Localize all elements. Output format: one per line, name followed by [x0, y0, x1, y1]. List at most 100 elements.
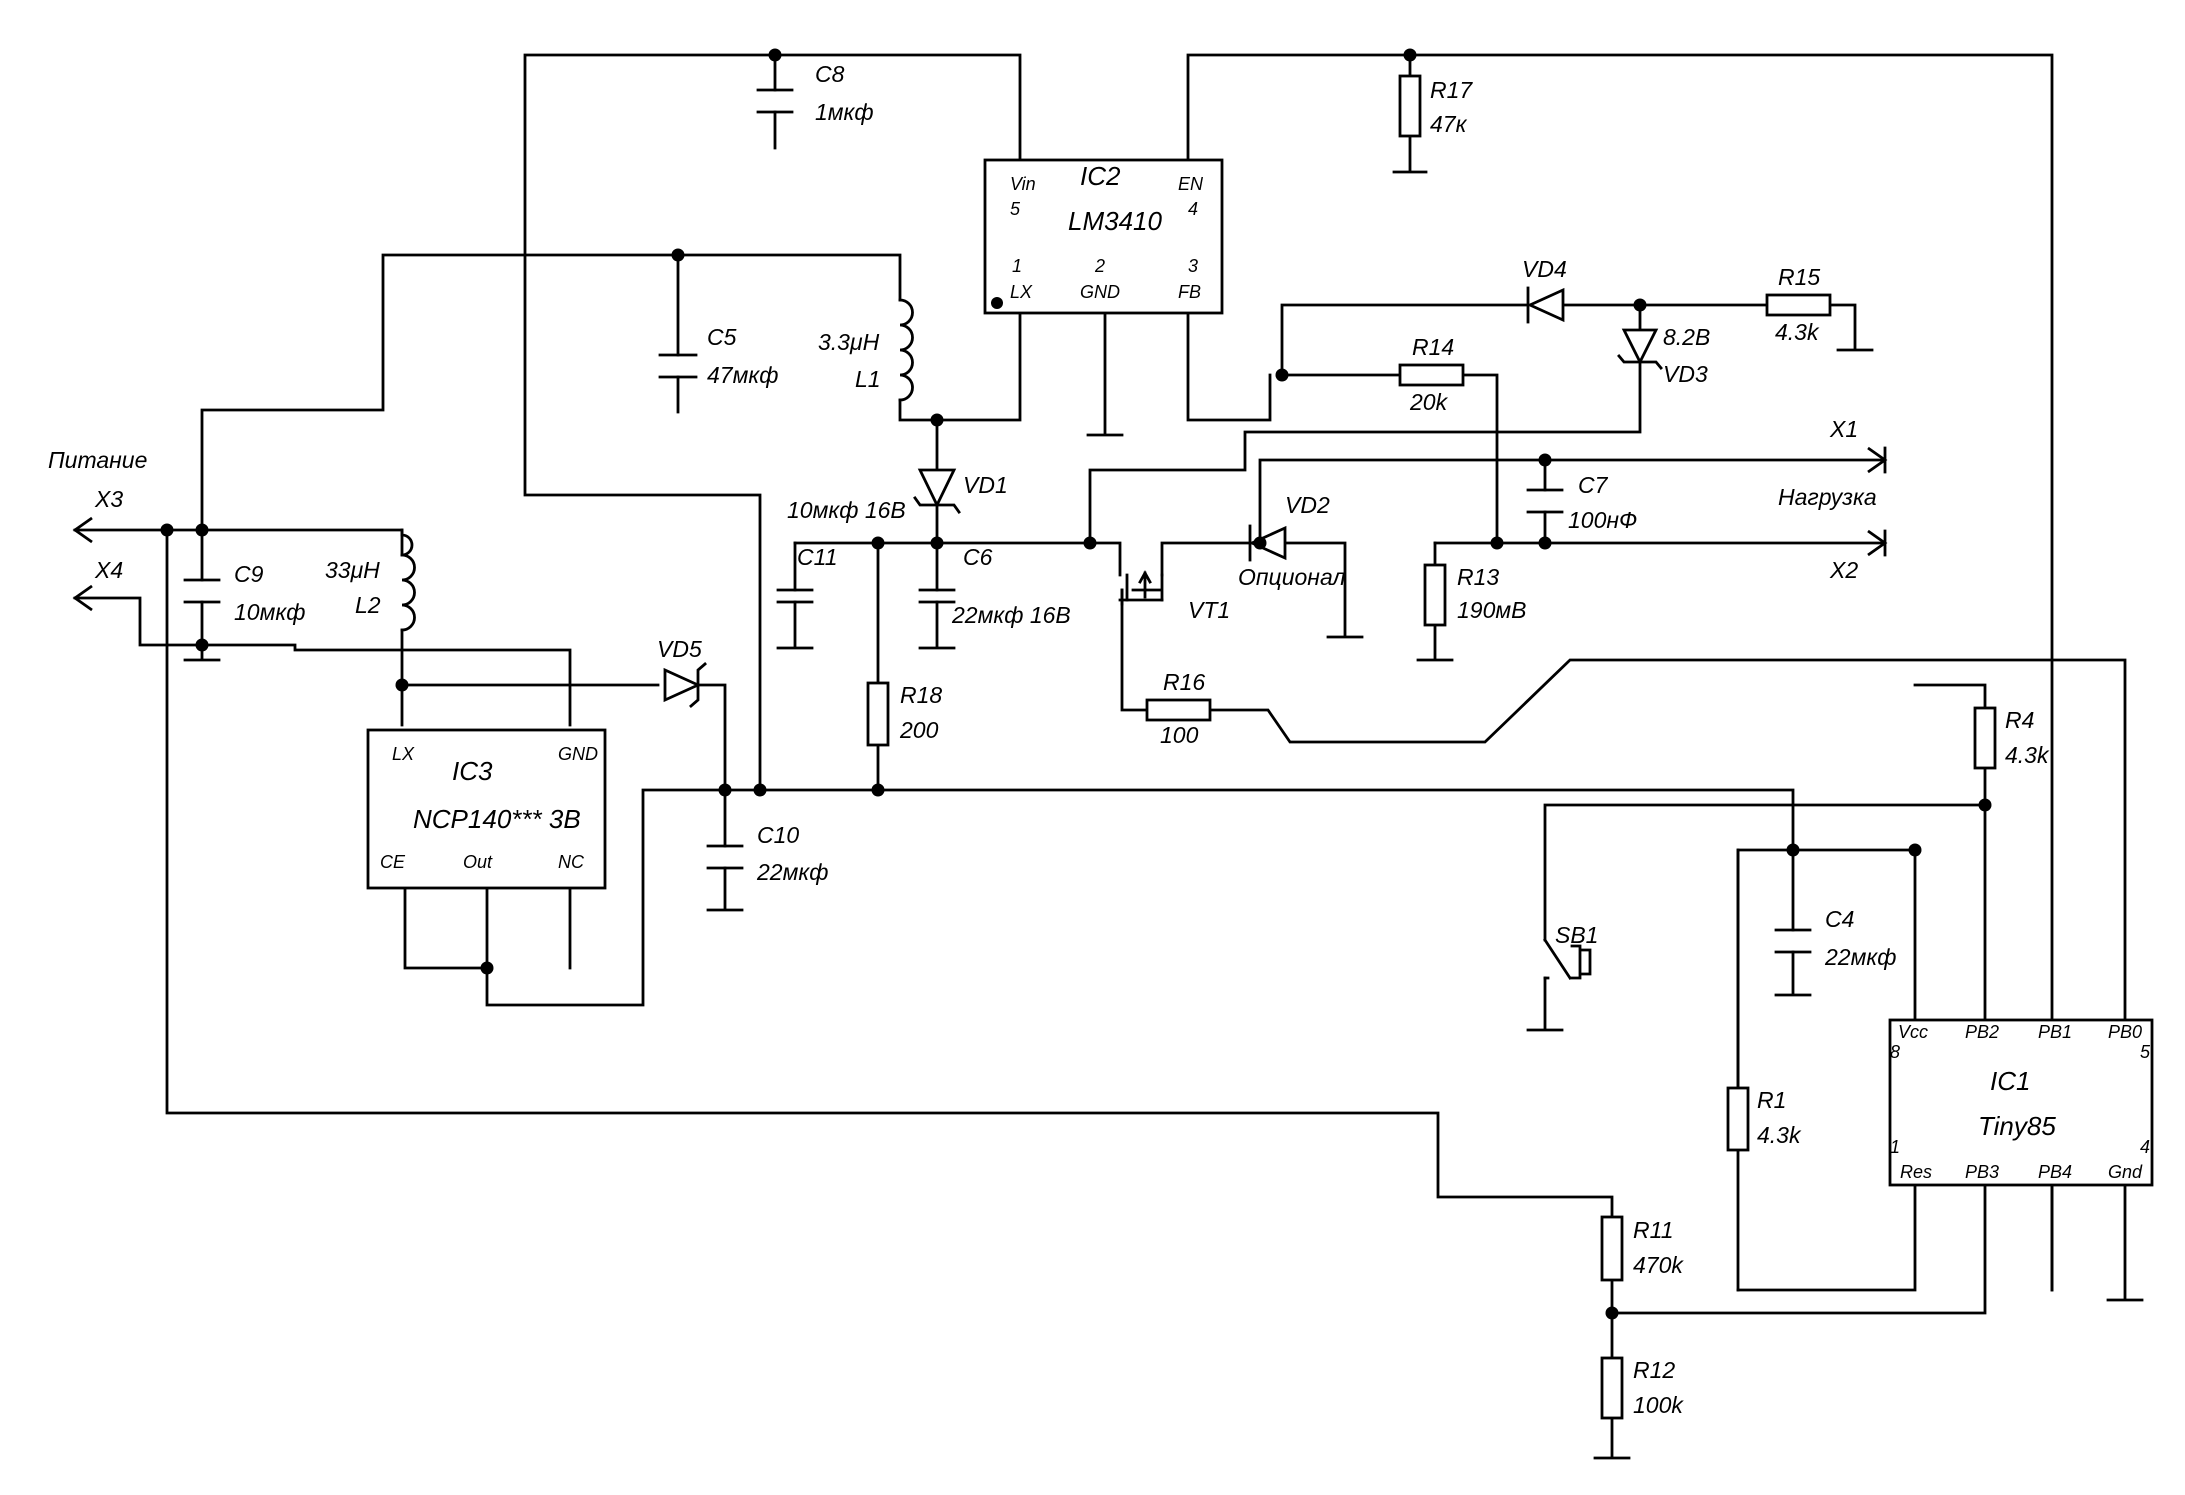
c10-plates: [706, 844, 744, 870]
ic1-ref: IC1: [1990, 1066, 2030, 1096]
r11-ref: R11: [1633, 1217, 1674, 1243]
c11-ref: C11: [797, 544, 838, 570]
l1-value: 3.3μH: [818, 329, 880, 355]
r1-body: [1726, 1086, 1750, 1152]
x1-label: X1: [1829, 416, 1858, 442]
l2-ref: L2: [355, 592, 381, 618]
r17-ref: R17: [1430, 77, 1473, 103]
vd1-ref: VD1: [963, 472, 1008, 498]
r15-value: 4.3k: [1775, 319, 1820, 345]
c6-value: 22мкф 16В: [951, 602, 1071, 628]
c6-ref: C6: [963, 544, 993, 570]
load-label: Нагрузка: [1778, 484, 1877, 510]
c7-value: 100нФ: [1568, 507, 1637, 533]
ic1-pin-8: 8: [1890, 1042, 1900, 1062]
r13-body: [1423, 563, 1447, 627]
vd3-value: 8.2В: [1663, 324, 1710, 350]
c11-plates: [776, 588, 814, 604]
ic1-pin-vcc: Vcc: [1898, 1022, 1928, 1042]
vd3-symbol: [1617, 328, 1663, 370]
ic1-pin-pb4: PB4: [2038, 1162, 2072, 1182]
r4-ref: R4: [2005, 707, 2034, 733]
ic2-pin-vin-num: 5: [1010, 199, 1021, 219]
r14-ref: R14: [1412, 334, 1454, 360]
r18-body: [866, 681, 890, 747]
ic2-pin1-marker: [991, 297, 1003, 309]
c7-ref: C7: [1578, 472, 1609, 498]
x3-label: X3: [94, 486, 123, 512]
c8-value: 1мкф: [815, 99, 874, 125]
x2-label: X2: [1829, 557, 1858, 583]
inductors: [400, 298, 914, 632]
ic1-body: [1888, 1018, 2154, 1187]
l1-coil: [898, 298, 914, 402]
diodes: [663, 286, 1663, 708]
ic2-pin-gnd: GND: [1080, 282, 1120, 302]
vt1-symbol: [1118, 570, 1164, 606]
r16-body: [1145, 698, 1212, 722]
c6-plates: [918, 588, 956, 604]
c4-value: 22мкф: [1824, 944, 1896, 970]
r11-value: 470k: [1633, 1252, 1684, 1278]
l2-coil: [400, 528, 416, 632]
x2-arrow: [1867, 529, 1888, 557]
r18-value: 200: [899, 717, 939, 743]
resistors: [866, 74, 1997, 1420]
r4-body: [1973, 706, 1997, 770]
ic2-pin-fb-num: 3: [1188, 256, 1198, 276]
ic2-part: LM3410: [1068, 206, 1162, 236]
vd2-ref: VD2: [1285, 492, 1330, 518]
ic3-pin-gnd: GND: [558, 744, 598, 764]
r11-body: [1600, 1215, 1624, 1282]
ic2-pin-vin: Vin: [1010, 174, 1036, 194]
ic1-pin-pb2: PB2: [1965, 1022, 1999, 1042]
r15-body: [1765, 293, 1832, 317]
vd2-note: Опционал: [1238, 564, 1345, 590]
r18-ref: R18: [900, 682, 942, 708]
r15-ref: R15: [1778, 264, 1820, 290]
c11-value: 10мкф 16В: [787, 497, 906, 523]
c9-value: 10мкф: [234, 599, 305, 625]
vd3-ref: VD3: [1663, 361, 1708, 387]
r4-value: 4.3k: [2005, 742, 2050, 768]
vd4-symbol: [1526, 286, 1565, 324]
l1-ref: L1: [855, 366, 881, 392]
r16-ref: R16: [1163, 669, 1205, 695]
r12-value: 100k: [1633, 1392, 1684, 1418]
ic2-pin-en: EN: [1178, 174, 1204, 194]
sb1-symbol: [1543, 938, 1592, 980]
ic2-pin-lx: LX: [1010, 282, 1033, 302]
ic3-pin-out: Out: [463, 852, 493, 872]
ic1-pin-4: 4: [2140, 1137, 2150, 1157]
ic3-pin-ce: CE: [380, 852, 406, 872]
ic2-ref: IC2: [1080, 161, 1121, 191]
c8-plates: [756, 88, 794, 114]
ic1-part: Tiny85: [1978, 1111, 2056, 1141]
x1-arrow: [1867, 446, 1888, 474]
x3-arrow: [72, 516, 93, 544]
r14-value: 20k: [1409, 389, 1449, 415]
c10-ref: C10: [757, 822, 799, 848]
wires: [73, 53, 2144, 1460]
vt1-ref: VT1: [1188, 597, 1230, 623]
l2-value: 33μH: [325, 557, 380, 583]
vd5-symbol: [663, 662, 707, 708]
ic1-pin-1: 1: [1890, 1137, 1900, 1157]
r17-value: 47к: [1430, 111, 1468, 137]
ic3-ref: IC3: [452, 756, 493, 786]
r12-ref: R12: [1633, 1357, 1675, 1383]
ic1-pin-res: Res: [1900, 1162, 1932, 1182]
vd4-ref: VD4: [1522, 256, 1567, 282]
vd1-symbol: [913, 468, 961, 514]
x4-label: X4: [94, 557, 123, 583]
ic2-pin-lx-num: 1: [1012, 256, 1022, 276]
r13-ref: R13: [1457, 564, 1499, 590]
c9-plates: [183, 578, 221, 604]
ic1-pin-pb1: PB1: [2038, 1022, 2072, 1042]
ic3-part: NCP140*** 3B: [413, 804, 581, 834]
c5-value: 47мкф: [707, 362, 778, 388]
c4-plates: [1774, 928, 1812, 954]
c7-plates: [1526, 488, 1564, 514]
ic2-pin-fb: FB: [1178, 282, 1201, 302]
